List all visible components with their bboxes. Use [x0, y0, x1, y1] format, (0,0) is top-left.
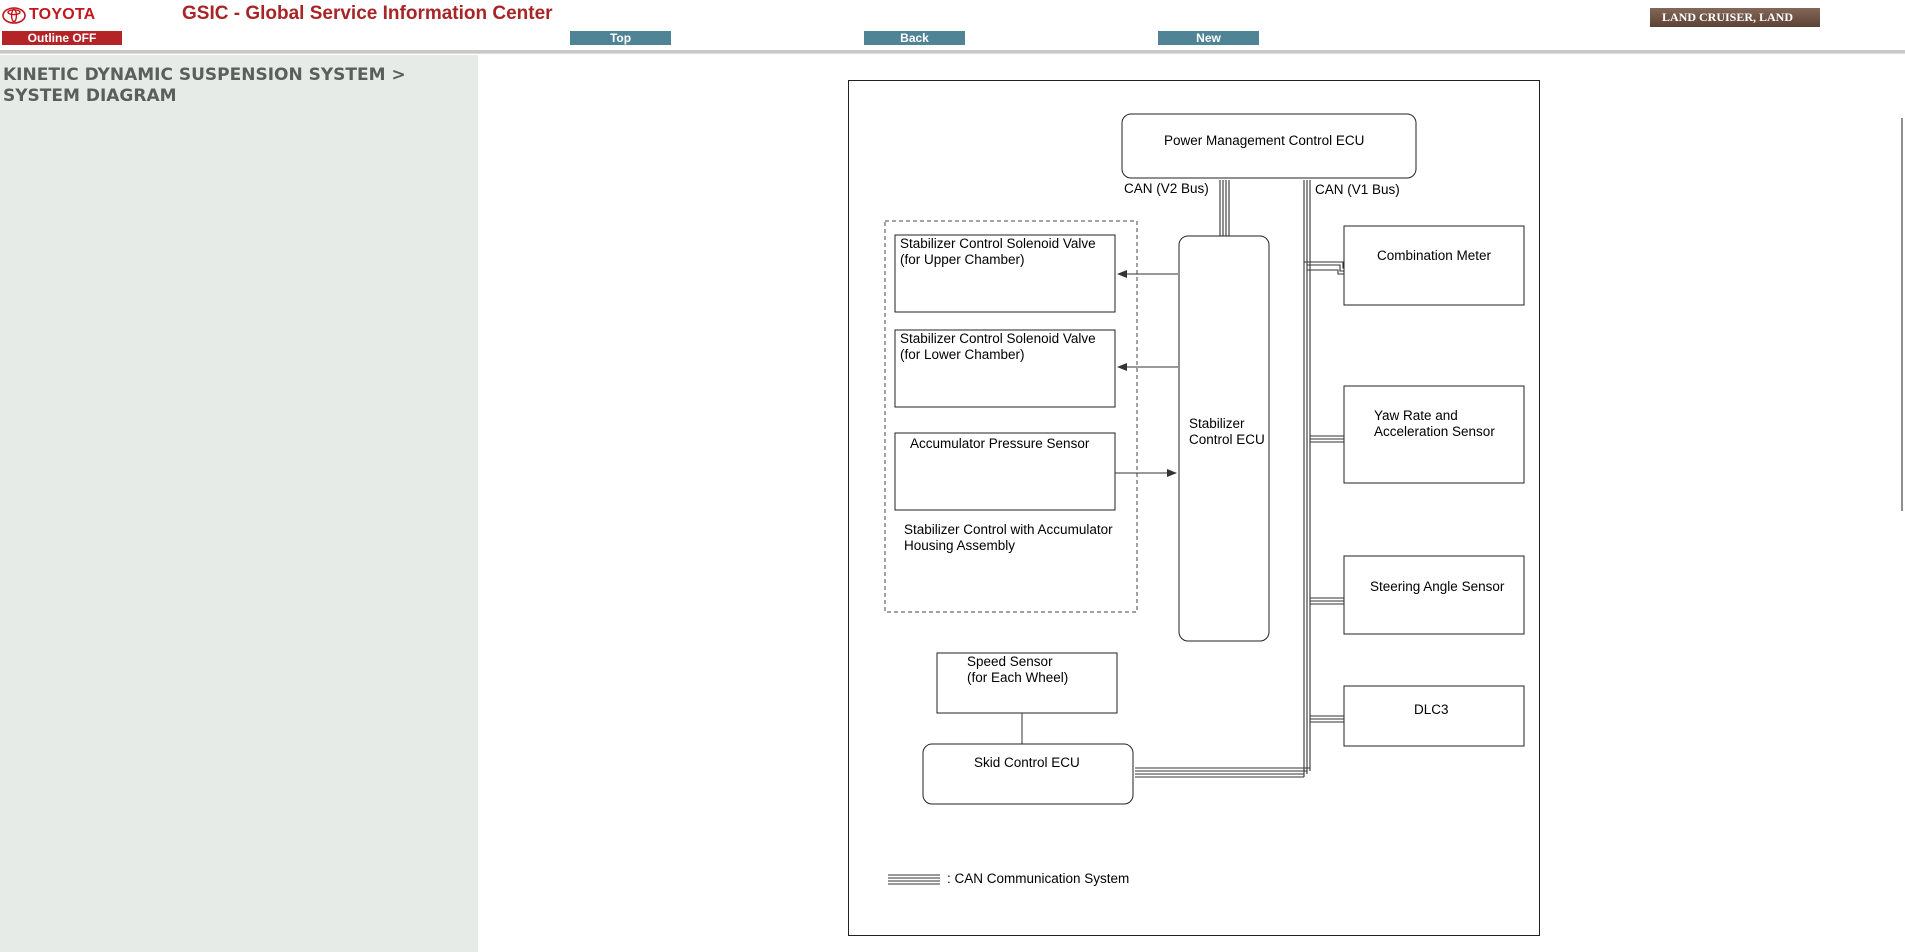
sidebar: KINETIC DYNAMIC SUSPENSION SYSTEM > SYST…	[0, 55, 478, 952]
power-management-ecu-box	[1121, 113, 1417, 179]
solenoid-valve-lower-box	[894, 329, 1116, 408]
top-button[interactable]: Top	[570, 31, 671, 45]
toyota-emblem-icon	[2, 6, 26, 24]
stabilizer-ecu-label: Stabilizer Control ECU	[1189, 416, 1265, 447]
outline-toggle-button[interactable]: Outline OFF	[2, 31, 122, 45]
solenoid-valve-upper-box	[894, 234, 1116, 313]
scrollbar[interactable]	[1901, 118, 1903, 511]
assembly-line2: Housing Assembly	[904, 538, 1015, 553]
solenoid-valve-upper-label: Stabilizer Control Solenoid Valve (for U…	[900, 236, 1099, 267]
solenoid-valve-upper-line1: Stabilizer Control Solenoid Valve	[900, 236, 1096, 251]
legend-can-symbol	[888, 874, 940, 885]
steering-angle-sensor-box	[1343, 555, 1525, 635]
stabilizer-ecu-line2: Control ECU	[1189, 432, 1265, 447]
can-v2-bus-line	[1219, 180, 1230, 236]
back-button[interactable]: Back	[864, 31, 965, 45]
combination-meter-box	[1343, 225, 1525, 306]
page-title: KINETIC DYNAMIC SUSPENSION SYSTEM > SYST…	[3, 65, 406, 106]
yaw-rate-sensor-box	[1343, 385, 1525, 484]
solenoid-valve-upper-line2: (for Upper Chamber)	[900, 252, 1025, 267]
combination-meter-label: Combination Meter	[1377, 248, 1492, 263]
brand-name: TOYOTA	[29, 6, 96, 23]
power-management-ecu-label: Power Management Control ECU	[1164, 133, 1364, 148]
stabilizer-assembly-group	[884, 220, 1138, 613]
header-divider	[0, 50, 1905, 54]
can-v1-bus-line	[1135, 180, 1344, 778]
system-diagram: Power Management Control ECU CAN (V2 Bus…	[848, 80, 1540, 941]
yaw-rate-line2: Acceleration Sensor	[1374, 424, 1495, 439]
accumulator-sensor-label: Accumulator Pressure Sensor	[910, 436, 1090, 451]
dlc3-label: DLC3	[1414, 702, 1449, 717]
skid-control-ecu-label: Skid Control ECU	[974, 755, 1080, 770]
solenoid-valve-lower-line1: Stabilizer Control Solenoid Valve	[900, 331, 1096, 346]
speed-sensor-label: Speed Sensor (for Each Wheel)	[967, 654, 1068, 685]
solenoid-valve-lower-label: Stabilizer Control Solenoid Valve (for L…	[900, 331, 1099, 362]
skid-control-ecu-box	[922, 743, 1134, 805]
steering-angle-sensor-label: Steering Angle Sensor	[1370, 579, 1505, 594]
speed-sensor-line2: (for Each Wheel)	[967, 670, 1068, 685]
new-button[interactable]: New	[1158, 31, 1259, 45]
yaw-rate-line1: Yaw Rate and	[1374, 408, 1458, 423]
vehicle-badge[interactable]: LAND CRUISER, LAND	[1650, 8, 1820, 27]
dlc3-box	[1343, 685, 1525, 747]
can-v2-label: CAN (V2 Bus)	[1124, 181, 1209, 196]
yaw-rate-sensor-label: Yaw Rate and Acceleration Sensor	[1374, 408, 1495, 439]
assembly-line1: Stabilizer Control with Accumulator	[904, 522, 1113, 537]
speed-sensor-box	[936, 652, 1118, 714]
speed-sensor-line1: Speed Sensor	[967, 654, 1053, 669]
stabilizer-ecu-box	[1178, 235, 1270, 642]
assembly-label: Stabilizer Control with Accumulator Hous…	[904, 522, 1116, 553]
accumulator-sensor-box	[894, 432, 1116, 511]
stabilizer-ecu-line1: Stabilizer	[1189, 416, 1245, 431]
legend-label: : CAN Communication System	[947, 871, 1129, 886]
can-v1-label: CAN (V1 Bus)	[1315, 182, 1400, 197]
app-title: GSIC - Global Service Information Center	[182, 3, 553, 24]
header: TOYOTA GSIC - Global Service Information…	[0, 0, 1905, 50]
solenoid-valve-lower-line2: (for Lower Chamber)	[900, 347, 1025, 362]
toyota-logo: TOYOTA	[2, 4, 95, 26]
